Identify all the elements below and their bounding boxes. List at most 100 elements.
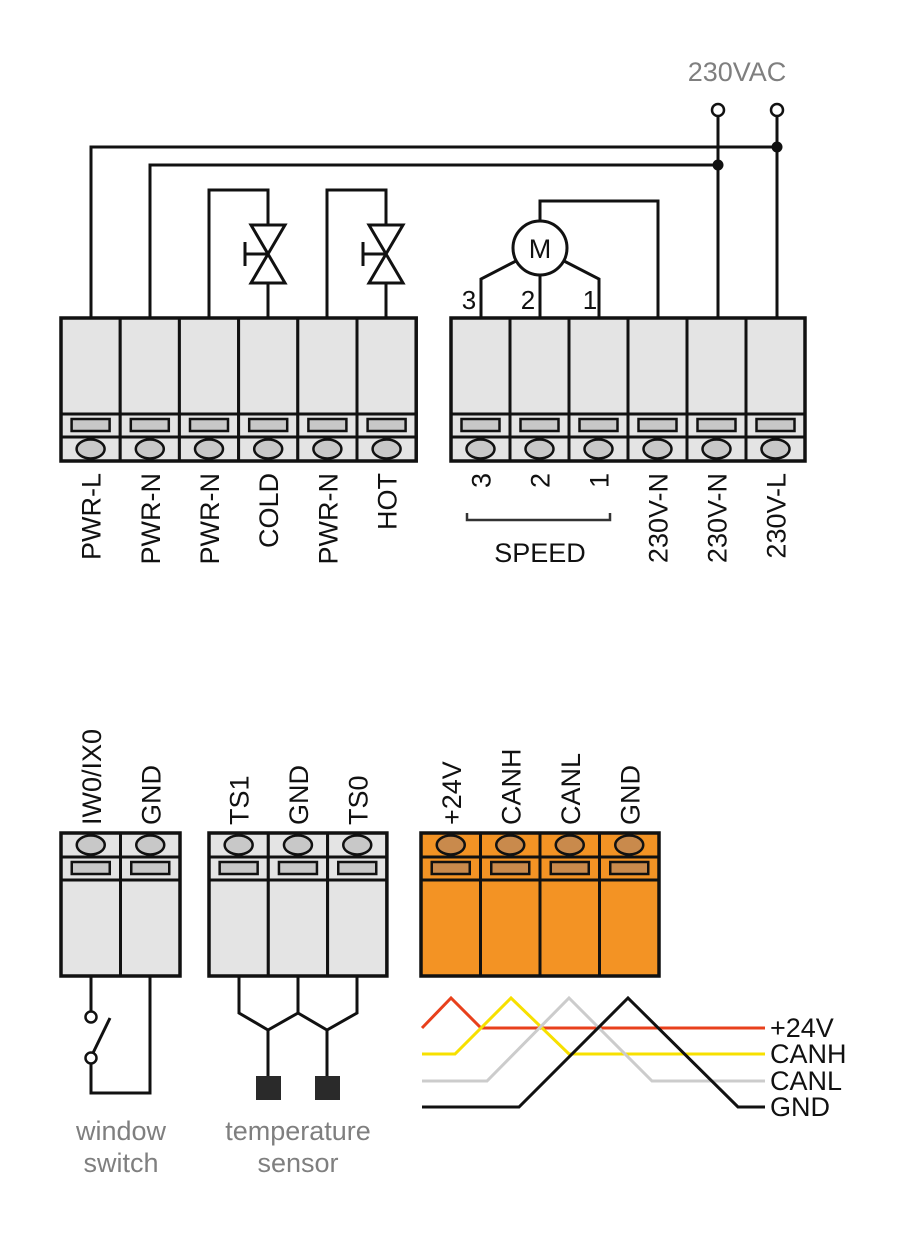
release-slot-icon: [129, 417, 171, 433]
terminal-body: [326, 878, 389, 978]
valve-icon-hot: [361, 223, 406, 285]
junction-dot: [771, 141, 783, 153]
terminal-label: 2: [526, 473, 556, 488]
release-slot-icon: [337, 860, 378, 876]
terminal-label: 230V-N: [644, 473, 674, 563]
cable-label-gnd: GND: [770, 1092, 830, 1122]
cable-label-24v: +24V: [770, 1013, 834, 1043]
speed-group-label: SPEED: [494, 538, 586, 568]
release-slot-icon: [307, 417, 348, 433]
terminal-body: [355, 316, 418, 416]
terminal-label: CANH: [496, 748, 526, 825]
terminal-label: PWR-N: [313, 473, 343, 564]
terminal: PWR-N: [118, 316, 181, 564]
terminal-label: GND: [284, 765, 314, 825]
terminal-block-window: IW0/IX0 GND: [59, 729, 182, 978]
supply-terminal-l: [769, 102, 785, 118]
screw-icon: [642, 438, 673, 460]
screw-icon: [312, 438, 343, 460]
terminal-body: [538, 878, 601, 978]
block-outline: [59, 316, 418, 463]
screw-icon: [760, 438, 791, 460]
terminal: 2: [508, 316, 571, 488]
caption-window-line2: switch: [83, 1148, 158, 1178]
release-slot-icon: [549, 860, 590, 876]
terminal-block-temperature: TS1 GND TS0: [207, 765, 389, 978]
wire-hot-valve: [325, 188, 388, 318]
terminal-label: HOT: [373, 473, 403, 530]
release-slot-icon: [188, 417, 230, 433]
release-slot-icon: [519, 417, 560, 433]
terminal: 230V-N: [685, 316, 748, 563]
terminal-label: TS0: [343, 775, 373, 825]
terminal: COLD: [237, 316, 300, 548]
terminal-body: [296, 316, 359, 416]
terminal-label: PWR-N: [195, 473, 225, 564]
terminal-label: CANL: [556, 753, 586, 825]
terminal-label: +24V: [437, 761, 467, 825]
wire-pwr-n: [148, 163, 718, 318]
terminal-body: [177, 316, 241, 416]
terminal-label: GND: [136, 765, 166, 825]
screw-icon: [701, 438, 732, 460]
terminal: CANL: [538, 753, 601, 978]
terminal: GND: [119, 765, 182, 978]
terminal: TS0: [326, 775, 389, 978]
terminal-body: [237, 316, 300, 416]
terminal: 230V-L: [744, 316, 807, 559]
terminal-label: IW0/IX0: [77, 729, 107, 825]
terminal-body: [685, 316, 748, 416]
terminal-body: [118, 316, 181, 416]
release-slot-icon: [70, 417, 111, 433]
motor-icon: M: [511, 219, 569, 277]
terminal: PWR-N: [296, 316, 359, 564]
terminal-label: 230V-N: [703, 473, 733, 563]
motor-tap-2: 2: [521, 285, 535, 315]
terminal-label: PWR-L: [77, 473, 107, 560]
screw-icon: [495, 834, 526, 856]
terminal: TS1: [207, 775, 270, 978]
screw-icon: [435, 834, 466, 856]
cable-line-24v: [420, 995, 765, 1030]
terminal-body: [59, 316, 122, 416]
motor-tap-3: 3: [462, 285, 476, 315]
cable-line-canh: [422, 995, 765, 1056]
terminal-label: 230V-L: [762, 473, 792, 559]
release-slot-icon: [578, 417, 619, 433]
terminal-body: [598, 878, 661, 978]
screw-icon: [134, 438, 166, 460]
caption-window-line1: window: [75, 1116, 167, 1146]
junction-dot: [712, 159, 724, 171]
wire-motor-speed-3: [479, 259, 517, 318]
terminal-label: COLD: [254, 473, 284, 548]
wire-cold-valve: [207, 188, 270, 318]
terminal: 3: [449, 316, 512, 488]
terminal: 1: [567, 316, 630, 488]
terminal-body: [508, 316, 571, 416]
terminal: GND: [266, 765, 330, 978]
screw-icon: [193, 438, 225, 460]
cable-line-gnd: [422, 995, 765, 1109]
screw-icon: [614, 834, 645, 856]
cable-label-canl: CANL: [770, 1066, 842, 1096]
motor-tap-1: 1: [583, 285, 597, 315]
motor-label: M: [529, 234, 552, 264]
release-slot-icon: [247, 417, 289, 433]
terminal-body: [449, 316, 512, 416]
wire-pwr-l: [89, 145, 777, 318]
screw-icon: [342, 834, 373, 856]
screw-icon: [465, 438, 496, 460]
block-outline: [449, 316, 807, 463]
release-slot-icon: [277, 860, 319, 876]
terminal: PWR-L: [59, 316, 122, 560]
terminal-body: [59, 878, 122, 978]
speed-bracket: [465, 513, 612, 522]
screw-icon: [583, 438, 614, 460]
terminal-label: PWR-N: [136, 473, 166, 564]
wire-motor-speed-1: [563, 259, 601, 318]
terminal-body: [626, 316, 689, 416]
release-slot-icon: [218, 860, 259, 876]
release-slot-icon: [366, 417, 407, 433]
